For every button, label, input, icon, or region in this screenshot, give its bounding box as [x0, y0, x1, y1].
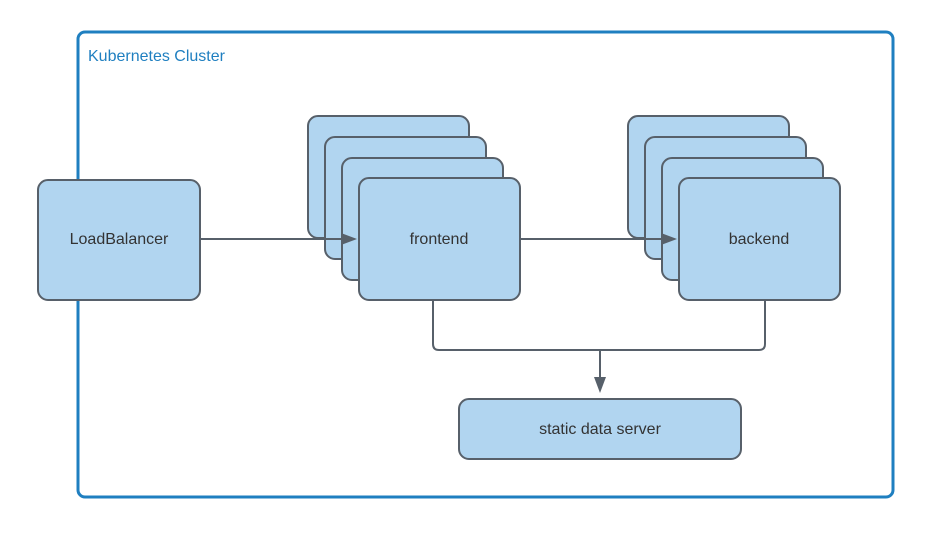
node-static-data-server[interactable]: static data server: [458, 398, 742, 460]
node-loadbalancer[interactable]: LoadBalancer: [37, 179, 201, 301]
loadbalancer-label: LoadBalancer: [70, 231, 169, 248]
arrow-head-static-data-server: [594, 377, 606, 393]
kubernetes-cluster-label: Kubernetes Cluster: [88, 48, 226, 65]
node-backend[interactable]: backend: [627, 115, 841, 301]
static-data-server-rect: [458, 398, 742, 460]
edge-frontend-to-static-data-server: [432, 299, 600, 351]
node-frontend[interactable]: frontend: [307, 115, 521, 301]
arrow-head-frontend: [341, 233, 357, 245]
edge-backend-to-static-data-server: [599, 299, 766, 385]
arrow-head-backend: [661, 233, 677, 245]
static-data-server-label: static data server: [539, 421, 662, 438]
backend-stack-card-1: [678, 177, 841, 301]
frontend-label: frontend: [410, 231, 469, 248]
backend-label: backend: [729, 231, 790, 248]
